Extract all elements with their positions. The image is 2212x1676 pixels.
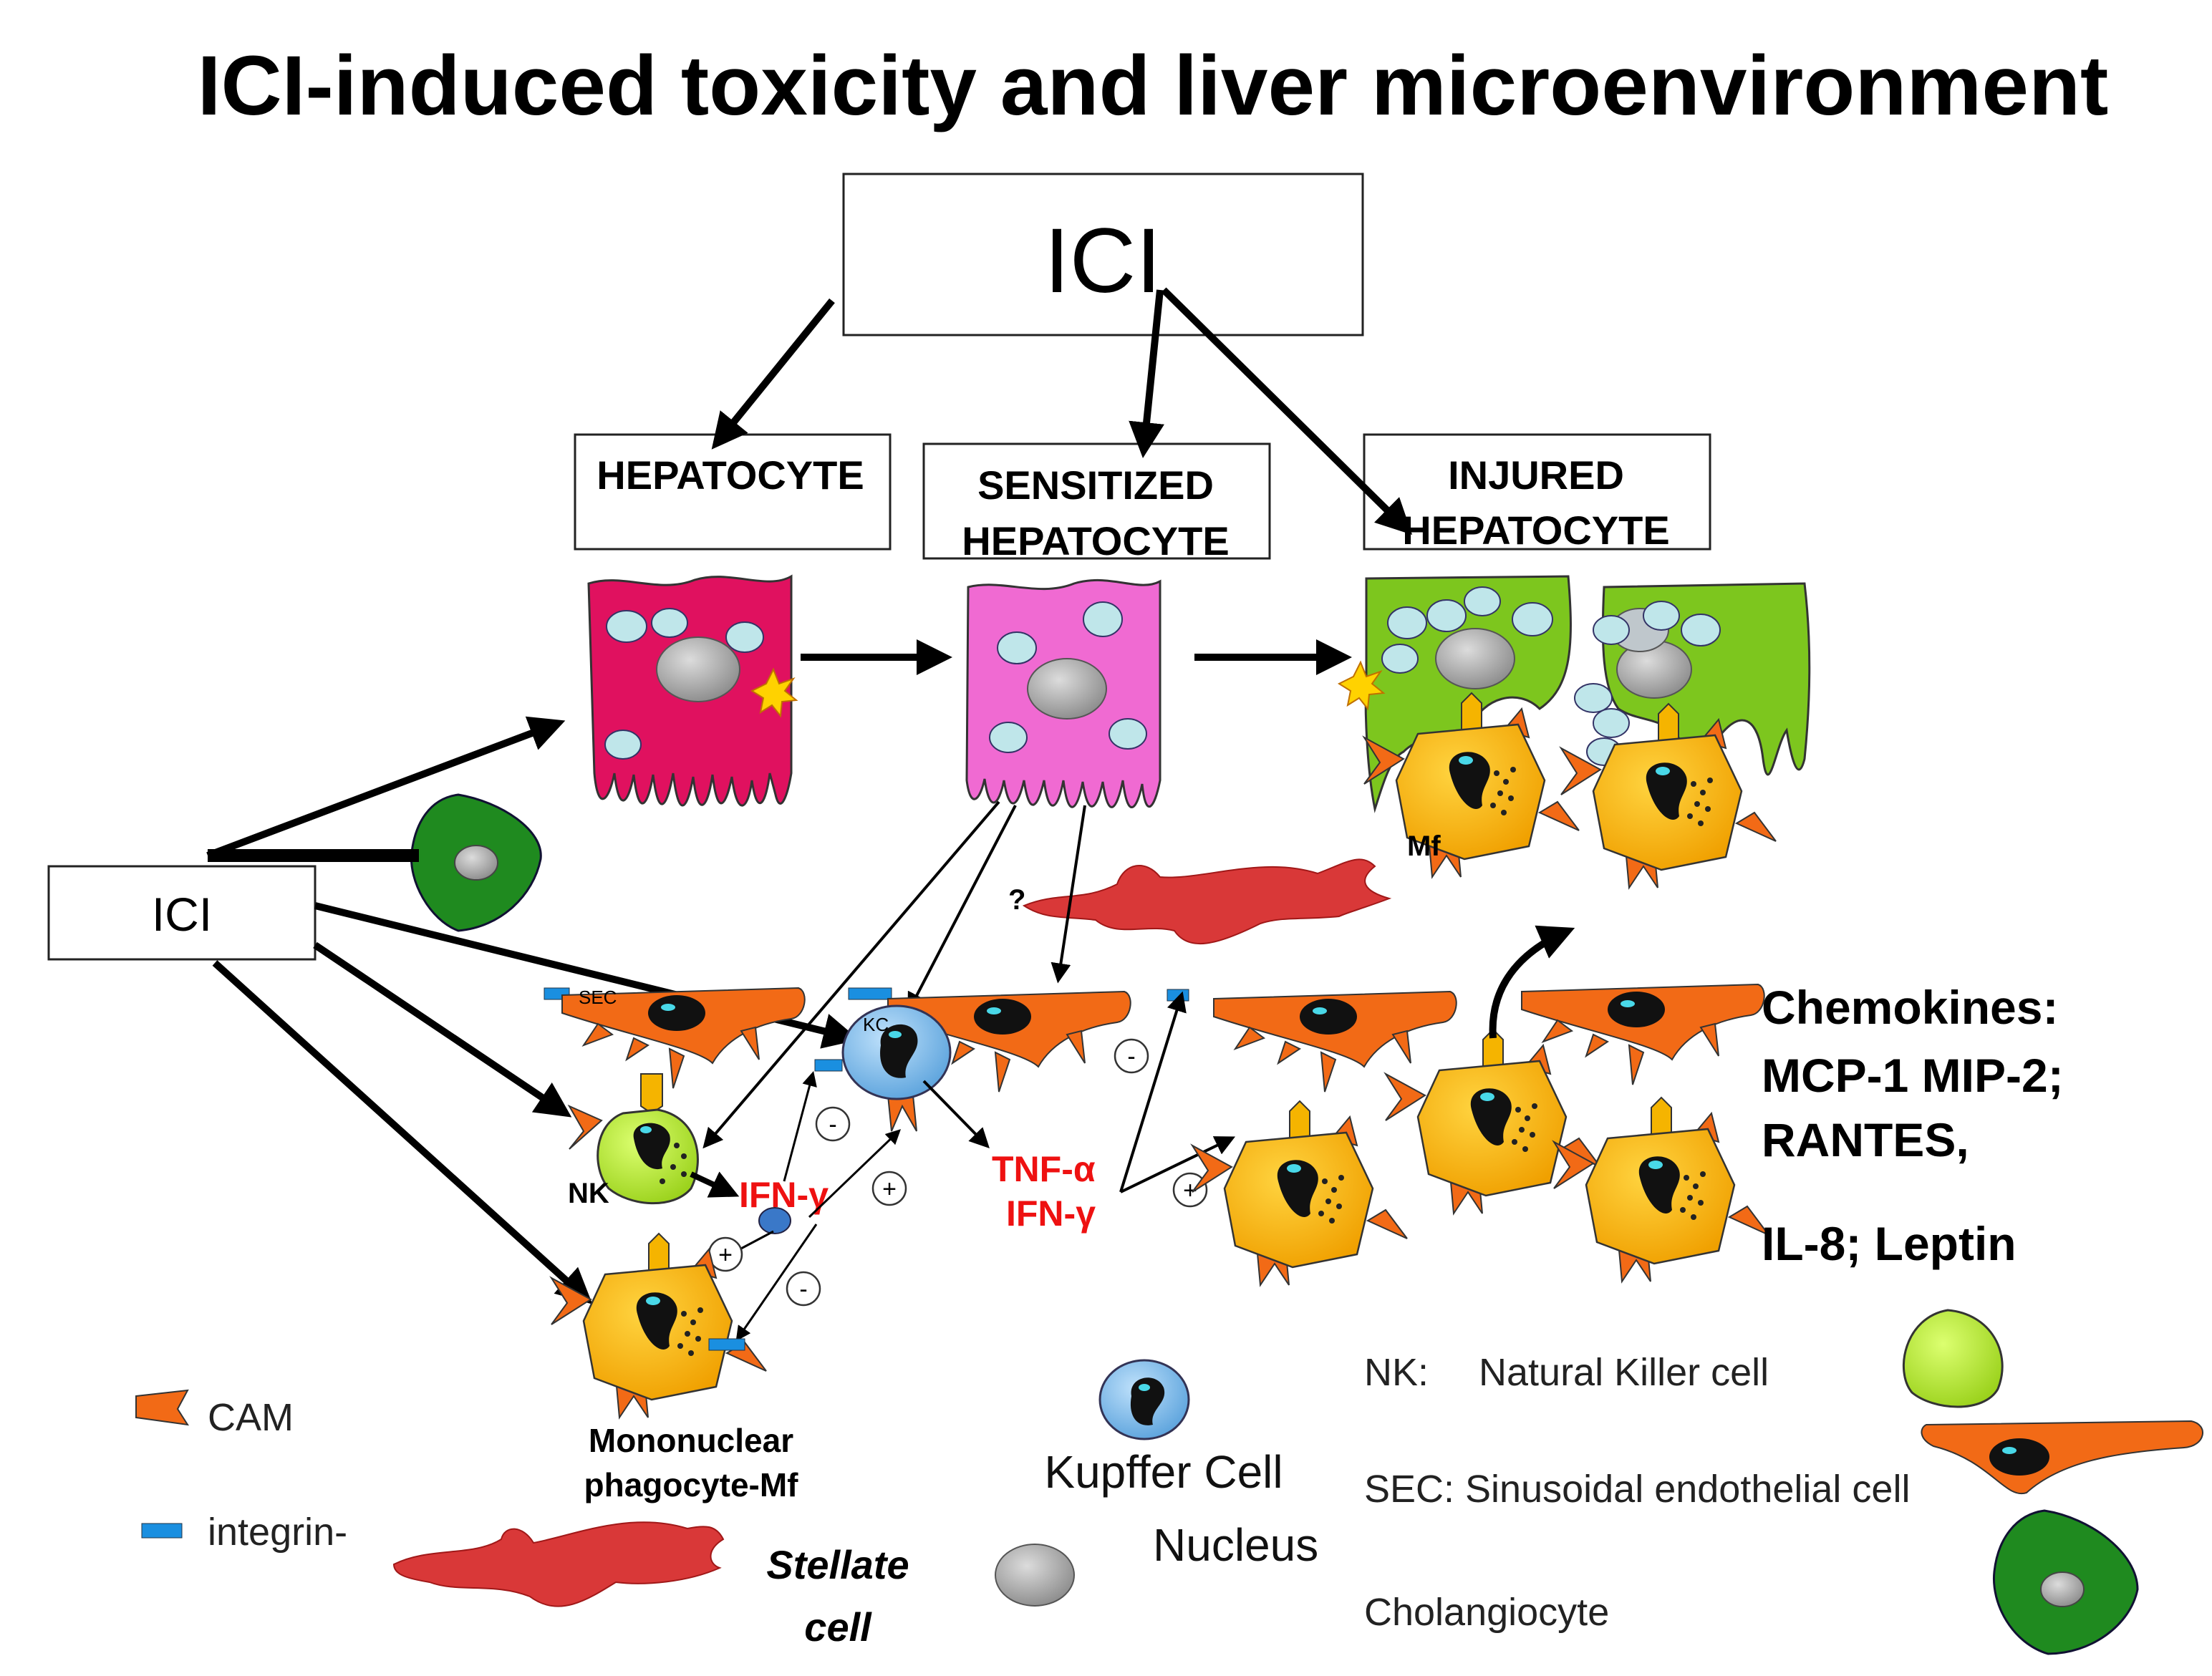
ifn-gamma-right: IFN-γ bbox=[1006, 1193, 1096, 1234]
question-mark: ? bbox=[1008, 884, 1025, 916]
svg-text:+: + bbox=[882, 1176, 897, 1203]
legend-stellate-cell bbox=[392, 1521, 725, 1607]
nk-cell-label: NK bbox=[568, 1178, 609, 1209]
sign-minus-2: - bbox=[786, 1271, 821, 1307]
kupffer-cell-sinusoid bbox=[814, 1004, 952, 1132]
ifn-receptor-dot bbox=[758, 1207, 791, 1234]
legend-nk-abbr: NK: bbox=[1364, 1351, 1429, 1394]
tnf-alpha-label: TNF-α bbox=[992, 1149, 1096, 1189]
sensitized-hepatocyte-cell bbox=[965, 578, 1161, 809]
macrophage-injured-2 bbox=[1560, 702, 1777, 889]
ici-left-box: ICI bbox=[47, 865, 317, 961]
legend-kupffer-label: Kupffer Cell bbox=[1044, 1446, 1283, 1498]
arrow-nk-to-ifn bbox=[690, 1171, 740, 1198]
legend-stellate-line2: cell bbox=[804, 1604, 872, 1650]
hepatocyte-cell bbox=[587, 574, 798, 807]
integrin-mononuclear bbox=[708, 1338, 745, 1351]
svg-text:+: + bbox=[1183, 1177, 1197, 1204]
sensitized-hepatocyte-box: SENSITIZED HEPATOCYTE bbox=[922, 442, 1271, 563]
ifn-gamma-left: IFN-γ bbox=[739, 1175, 829, 1215]
sensitized-box-line1: SENSITIZED bbox=[977, 462, 1214, 508]
curved-migration-arrow bbox=[1489, 925, 1575, 1039]
legend-mononuclear-line1: Mononuclear bbox=[589, 1422, 793, 1459]
legend-cam: CAM bbox=[135, 1389, 294, 1439]
legend-cam-label: CAM bbox=[208, 1396, 294, 1439]
svg-text:-: - bbox=[1127, 1043, 1135, 1070]
sign-minus-3: - bbox=[1114, 1038, 1149, 1074]
ici-top-box: ICI bbox=[842, 173, 1364, 336]
ici-top-label: ICI bbox=[1044, 210, 1161, 312]
ici-left-arrows bbox=[206, 716, 859, 1304]
chemokines-line2: MCP-1 MIP-2; bbox=[1762, 1049, 2064, 1102]
nk-cell bbox=[567, 1073, 699, 1205]
sensitized-arrows bbox=[702, 800, 1086, 1149]
sec-cell-4 bbox=[1521, 984, 1765, 1085]
injured-hepatocyte-box: INJURED HEPATOCYTE bbox=[1363, 433, 1711, 553]
legend-cholangiocyte-label: Cholangiocyte bbox=[1364, 1591, 1609, 1634]
injured-box-line1: INJURED bbox=[1448, 452, 1624, 498]
legend-sec-label: SEC: Sinusoidal endothelial cell bbox=[1364, 1468, 1910, 1511]
stellate-cell-middle bbox=[1022, 858, 1392, 945]
legend-nucleus-label: Nucleus bbox=[1153, 1519, 1318, 1571]
hepatocyte-box: HEPATOCYTE bbox=[574, 433, 892, 551]
macrophage-right-1 bbox=[1384, 1028, 1602, 1215]
svg-text:-: - bbox=[829, 1111, 836, 1138]
injured-hepatocyte-cell-2 bbox=[1574, 582, 1811, 776]
svg-text:+: + bbox=[718, 1241, 733, 1269]
cholangiocyte-cell bbox=[410, 793, 542, 932]
legend-cholangiocyte-icon bbox=[1992, 1509, 2139, 1655]
legend-stellate-line1: Stellate bbox=[766, 1542, 909, 1587]
legend-nk-name: Natural Killer cell bbox=[1479, 1351, 1769, 1394]
chemokine-leptin: ; Leptin bbox=[1845, 1217, 2016, 1270]
sec-cell-3 bbox=[1213, 991, 1457, 1093]
sign-plus-1: + bbox=[871, 1171, 907, 1206]
legend-mononuclear-line2: phagocyte-Mf bbox=[584, 1466, 799, 1503]
chemokines-line3: RANTES, bbox=[1762, 1113, 1969, 1166]
chemokines-title: Chemokines: bbox=[1762, 981, 2058, 1034]
ici-top-arrows bbox=[711, 287, 1413, 536]
legend-kupffer-cell bbox=[1098, 1359, 1190, 1440]
sign-minus-1: - bbox=[815, 1106, 851, 1142]
sign-plus-2: + bbox=[707, 1236, 743, 1272]
chemokines-line4: IL-8; Leptin bbox=[1762, 1217, 2017, 1270]
injured-hepatocyte-cell-1 bbox=[1337, 575, 1572, 813]
legend-sec-cell-icon bbox=[1921, 1420, 2203, 1495]
diagram-title: ICI-induced toxicity and liver microenvi… bbox=[198, 39, 2109, 133]
mf-label: Mf bbox=[1407, 830, 1441, 862]
sec-label: SEC bbox=[579, 987, 617, 1008]
sensitized-box-line2: HEPATOCYTE bbox=[962, 518, 1229, 563]
tnf-signal-arrows bbox=[1119, 991, 1236, 1193]
hepatocyte-box-label: HEPATOCYTE bbox=[597, 452, 864, 498]
chemokine-il8: IL-8 bbox=[1762, 1217, 1845, 1270]
injured-box-line2: HEPATOCYTE bbox=[1402, 508, 1669, 553]
macrophage-middle bbox=[1191, 1100, 1409, 1287]
legend-integrin-label: integrin- bbox=[208, 1511, 347, 1554]
svg-text:-: - bbox=[799, 1276, 807, 1303]
arrow-kc-to-tnf bbox=[922, 1080, 990, 1149]
macrophage-right-2 bbox=[1552, 1096, 1770, 1283]
sign-plus-3: + bbox=[1172, 1172, 1208, 1208]
legend-nk-cell-icon bbox=[1902, 1309, 2004, 1408]
kc-label: KC bbox=[863, 1014, 889, 1035]
ici-left-label: ICI bbox=[152, 888, 212, 941]
legend-nucleus-icon bbox=[995, 1544, 1075, 1607]
legend-integrin: integrin- bbox=[141, 1511, 347, 1554]
sec-lining bbox=[544, 984, 1765, 1093]
